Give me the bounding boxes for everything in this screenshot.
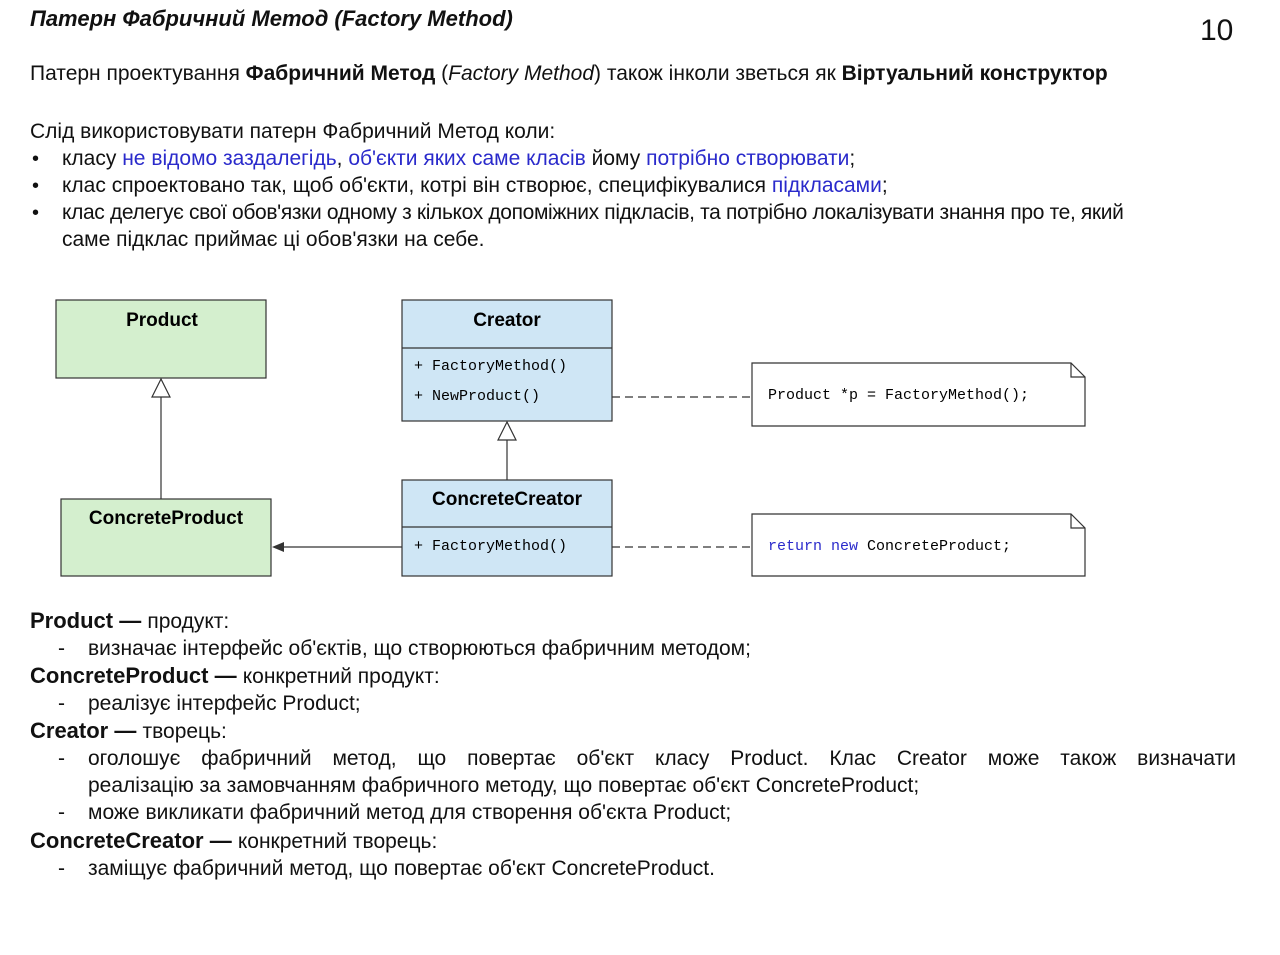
intro-bold-term: Фабричний Метод [245, 62, 436, 85]
participant-role: продукт: [147, 610, 230, 633]
inheritance-arrow [151, 377, 171, 398]
participant-creator-desc-1b: реалізацію за замовчанням фабричного мет… [88, 774, 920, 797]
participant-concrete-product: ConcreteProduct — конкретний продукт: [30, 663, 440, 689]
intro-text: Патерн проектування [30, 62, 246, 85]
bullet-highlight: підкласами [771, 174, 882, 197]
usage-bullet-3-line-1: клас делегує свої обов'язки одному з кіл… [62, 201, 1124, 224]
creator-method-factory: + FactoryMethod() [414, 358, 567, 375]
code-text: ConcreteProduct; [858, 538, 1011, 555]
participant-role: конкретний творець: [237, 830, 438, 853]
bullet-text: ; [881, 174, 888, 197]
dash-marker: - [58, 801, 65, 824]
participant-concrete-creator: ConcreteCreator — конкретний творець: [30, 828, 437, 854]
participant-separator: — [108, 718, 143, 743]
bullet-highlight: об'єкти яких саме класів [348, 147, 586, 170]
participant-creator: Creator — творець: [30, 718, 227, 744]
usage-bullet-2: клас спроектовано так, щоб об'єкти, котр… [62, 174, 888, 198]
participant-name: ConcreteProduct [30, 663, 209, 688]
intro-paragraph: Патерн проектування Фабричний Метод (Fac… [30, 62, 1108, 86]
dependency-arrowhead [272, 542, 284, 552]
bullet-marker: • [32, 148, 40, 170]
creator-class-name: Creator [473, 310, 541, 331]
usage-bullet-3-line-2: саме підклас приймає ці обов'язки на себ… [62, 228, 485, 251]
usage-heading: Слід використовувати патерн Фабричний Ме… [30, 120, 556, 143]
note-code-return: return new ConcreteProduct; [768, 538, 1011, 555]
bullet-text: йому [585, 147, 647, 170]
participant-concrete-product-desc: реалізує інтерфейс Product; [88, 692, 361, 715]
dash-marker: - [58, 857, 65, 880]
bullet-marker: • [32, 175, 40, 197]
concrete-creator-class-name: ConcreteCreator [432, 489, 583, 510]
note-fold [1070, 363, 1085, 378]
participant-creator-desc-1a: оголошує фабричний метод, що повертає об… [88, 747, 1236, 770]
participant-product: Product — продукт: [30, 608, 229, 634]
participant-separator: — [113, 608, 148, 633]
intro-text: ) також інколи зветься як [594, 62, 842, 85]
participant-name: ConcreteCreator [30, 828, 204, 853]
bullet-highlight: потрібно створювати [646, 147, 850, 170]
page-number: 10 [1200, 14, 1234, 47]
bullet-text: класу [62, 147, 123, 170]
intro-text: ( [435, 62, 449, 85]
concrete-creator-class-box [401, 479, 613, 577]
participant-concrete-creator-desc: заміщує фабричний метод, що повертає об'… [88, 857, 715, 880]
note-box [751, 362, 1086, 427]
page-title: Патерн Фабричний Метод (Factory Method) [30, 6, 513, 31]
uml-diagram: Product ConcreteProduct Creator + Factor… [55, 299, 1086, 577]
participant-separator: — [208, 663, 243, 688]
bullet-highlight: не відомо заздалегідь [122, 147, 337, 170]
code-keyword: return new [768, 538, 858, 555]
participant-role: творець: [142, 720, 227, 743]
dash-marker: - [58, 747, 65, 770]
concrete-product-class-name: ConcreteProduct [89, 508, 244, 529]
intro-italic-term: Factory Method [448, 62, 595, 85]
dash-marker: - [58, 637, 65, 660]
participant-product-desc: визначає інтерфейс об'єктів, що створюют… [88, 637, 751, 660]
intro-bold-term: Віртуальний конструктор [841, 62, 1108, 85]
usage-bullet-1: класу не відомо заздалегідь, об'єкти яки… [62, 147, 855, 171]
participant-name: Product [30, 608, 114, 633]
participant-creator-desc-2: може викликати фабричний метод для створ… [88, 801, 732, 824]
bullet-text: ; [849, 147, 856, 170]
participant-name: Creator [30, 718, 109, 743]
concrete-creator-method-factory: + FactoryMethod() [414, 538, 567, 555]
note-box [751, 513, 1086, 577]
participant-role: конкретний продукт: [242, 665, 440, 688]
dash-marker: - [58, 692, 65, 715]
product-class-name: Product [126, 310, 198, 331]
inheritance-arrow [497, 420, 517, 441]
participant-separator: — [203, 828, 238, 853]
bullet-text: , [336, 147, 349, 170]
bullet-marker: • [32, 202, 40, 224]
note-fold [1070, 514, 1085, 529]
product-class-box [55, 299, 267, 379]
bullet-text: клас спроектовано так, щоб об'єкти, котр… [62, 174, 772, 197]
creator-method-newproduct: + NewProduct() [414, 388, 540, 405]
concrete-product-class-box [60, 498, 272, 577]
note-code-factory-call: Product *p = FactoryMethod(); [768, 387, 1029, 404]
